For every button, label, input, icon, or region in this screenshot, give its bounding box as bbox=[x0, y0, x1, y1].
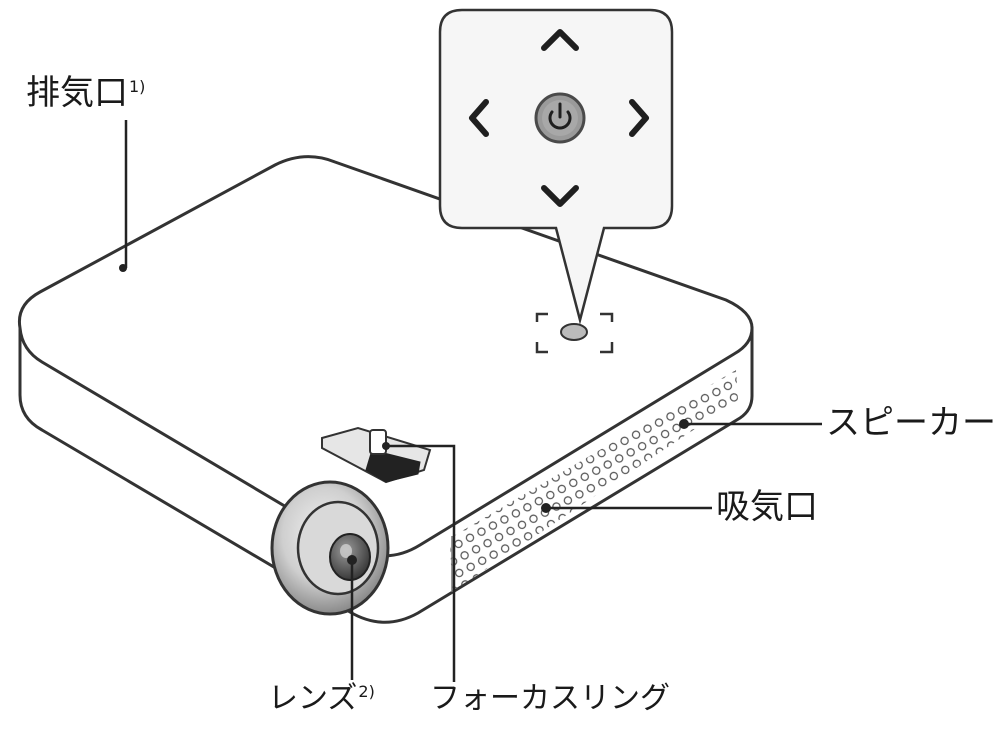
button-callout bbox=[438, 8, 674, 325]
down-arrow-icon[interactable] bbox=[541, 185, 579, 207]
label-lens: レンズ2) bbox=[268, 681, 375, 716]
speaker-grille bbox=[450, 370, 738, 592]
label-exhaust-vent: 排気口1) bbox=[26, 73, 146, 113]
power-icon[interactable] bbox=[534, 92, 586, 144]
up-arrow-icon[interactable] bbox=[541, 29, 579, 51]
lens bbox=[270, 480, 390, 616]
control-button-highlight bbox=[535, 312, 614, 354]
left-arrow-icon[interactable] bbox=[469, 99, 489, 137]
right-arrow-icon[interactable] bbox=[629, 99, 649, 137]
label-speaker: スピーカー bbox=[826, 403, 996, 443]
leader-focus bbox=[386, 444, 456, 682]
label-focus-ring: フォーカスリング bbox=[430, 681, 670, 716]
focus-ring[interactable] bbox=[321, 426, 432, 484]
leader-lines bbox=[119, 120, 822, 682]
label-intake-vent: 吸気口 bbox=[716, 487, 818, 527]
